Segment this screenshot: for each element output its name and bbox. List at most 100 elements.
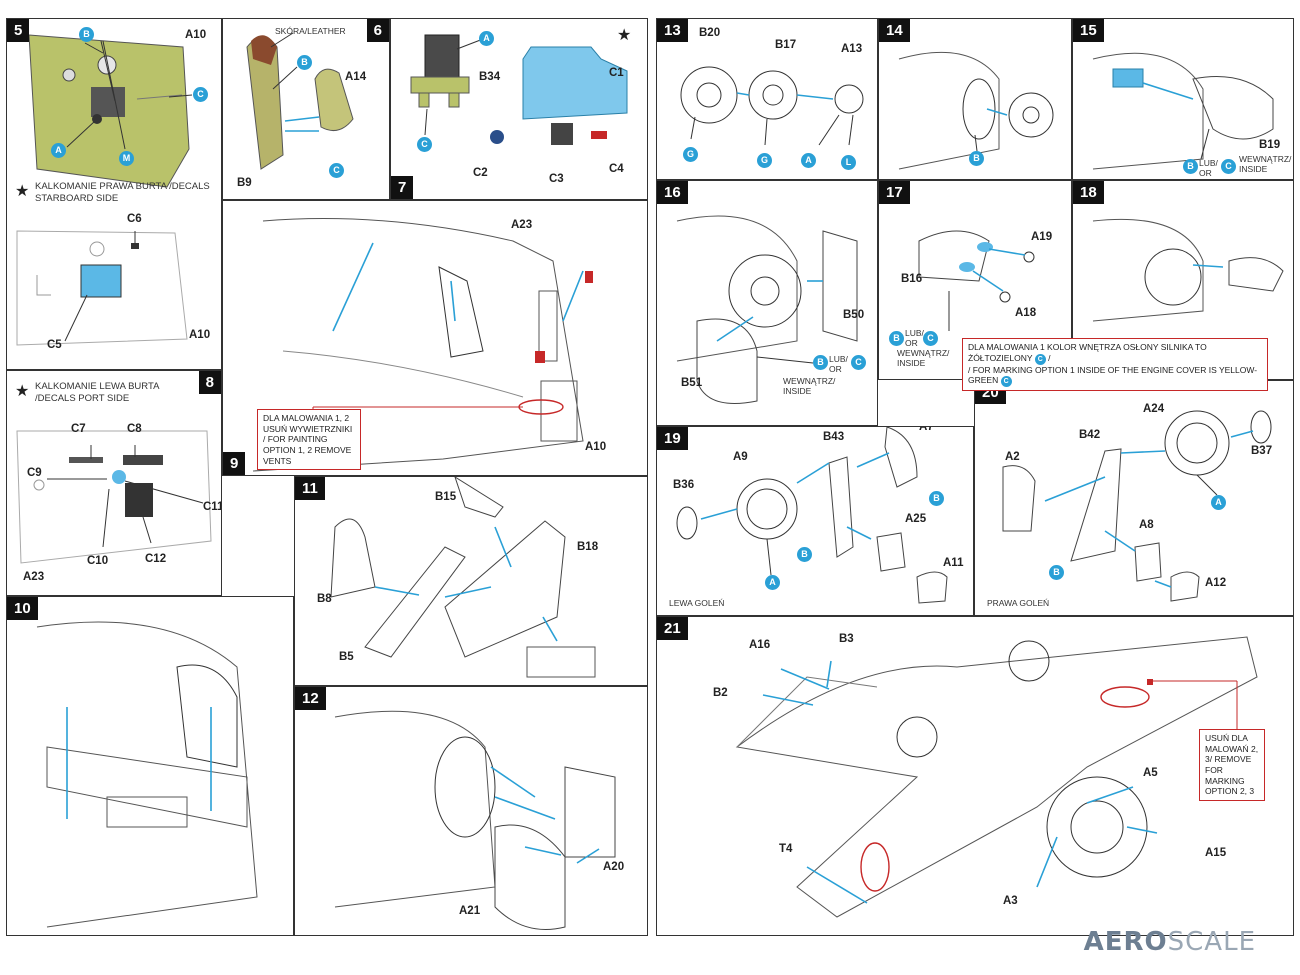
callout-color: C <box>417 137 432 152</box>
engine-install-drawing <box>898 51 1054 170</box>
callout-color: A <box>1211 495 1226 510</box>
label-part: B43 <box>823 431 845 443</box>
brand-left: AERO <box>1083 927 1168 957</box>
label-part: B2 <box>713 687 728 699</box>
step-number: 18 <box>1073 181 1104 204</box>
panel-step-16: 16 B50 B LUB/ OR C B51 WEWNĄTRZ/ INSIDE <box>656 180 878 426</box>
inside-note: WEWNĄTRZ/ INSIDE <box>897 348 950 368</box>
label-part: B18 <box>577 541 599 553</box>
label-part: A10 <box>185 29 207 41</box>
panel-step-14: 14 B <box>878 18 1072 180</box>
label-part: B50 <box>843 309 865 321</box>
label-part: B42 <box>1079 429 1101 441</box>
callout-color: B <box>889 331 904 346</box>
lub-or: LUB/ OR <box>1199 158 1218 178</box>
decal-title: KALKOMANIE PRAWA BURTA /DECALS STARBOARD… <box>35 181 210 204</box>
label-part: C11 <box>203 501 222 513</box>
callout-color: B <box>1049 565 1064 580</box>
step-number: 11 <box>295 477 325 500</box>
cowling-drawing <box>1092 52 1274 170</box>
note-line-2: / FOR MARKING OPTION 1 INSIDE OF THE ENG… <box>968 364 1258 386</box>
step-number: 15 <box>1073 19 1104 42</box>
aircraft-underside-drawing <box>735 636 1258 918</box>
inside-note: WEWNĄTRZ/ INSIDE <box>783 376 836 396</box>
label-part: B8 <box>317 593 332 605</box>
note-line-1: DLA MALOWANIA 1 KOLOR WNĘTRZA OSŁONY SIL… <box>968 342 1207 363</box>
label-part: A10 <box>189 329 211 341</box>
callout-color: M <box>119 151 134 166</box>
label-part: C6 <box>127 213 142 225</box>
label-part: B37 <box>1251 445 1273 457</box>
label-part: A23 <box>511 219 533 231</box>
callout-color: A <box>479 31 494 46</box>
left-gear-drawing <box>676 427 948 604</box>
panel-step-13: 13 B20 B17 A13 G G A L <box>656 18 878 180</box>
vents-note: DLA MALOWANIA 1, 2 USUŃ WYWIETRZNIKI / F… <box>257 409 361 471</box>
leather-note: SKÓRA/LEATHER <box>275 26 346 36</box>
callout-color: A <box>51 143 66 158</box>
step-number: 14 <box>879 19 910 42</box>
label-part: C8 <box>127 423 142 435</box>
aeroscale-logo: AEROSCALE <box>1084 927 1256 957</box>
panel-step-15: 15 B19 B LUB/ OR C WEWNĄTRZ/ INSIDE <box>1072 18 1294 180</box>
label-part: A10 <box>585 441 607 453</box>
instrument-panel-drawing <box>410 34 628 145</box>
panel-step-7: 7 A ★ B34 C1 C C2 C3 C4 <box>390 18 648 200</box>
callout-color: C <box>329 163 344 178</box>
panel-step-20: 20 A24 A2 B42 B37 A8 A12 A B PRAWA GOLEŃ <box>974 380 1294 616</box>
callout-color: B <box>929 491 944 506</box>
callout-color: B <box>813 355 828 370</box>
step-number: 6 <box>366 19 389 42</box>
label-part: B19 <box>1259 139 1281 151</box>
callout-color: C <box>923 331 938 346</box>
lub-or: LUB/ OR <box>829 354 848 374</box>
label-part: A23 <box>23 571 45 583</box>
callout-color: C <box>851 355 866 370</box>
panel-step-9: 9 A23 DLA MALOWANIA 1, 2 USUŃ WYWIETRZNI… <box>222 200 648 476</box>
label-part: B20 <box>699 27 721 39</box>
label-part: C5 <box>47 339 62 351</box>
cover-fit-drawing <box>1092 218 1284 322</box>
label-part: C7 <box>71 423 86 435</box>
callout-color: B <box>297 55 312 70</box>
step-number: 16 <box>657 181 688 204</box>
step-number: 10 <box>7 597 38 620</box>
star-icon: ★ <box>15 183 30 200</box>
lub-or: LUB/ OR <box>905 328 924 348</box>
inside-note: WEWNĄTRZ/ INSIDE <box>1239 154 1292 174</box>
right-gear-drawing <box>1002 410 1272 602</box>
label-part: A2 <box>1005 451 1020 463</box>
callout-color: B <box>1183 159 1198 174</box>
panel-step-10: 10 <box>6 596 294 936</box>
label-part: A12 <box>1205 577 1227 589</box>
seat-drawing <box>246 32 354 170</box>
label-part: B16 <box>901 273 923 285</box>
label-part: A11 <box>943 557 964 569</box>
label-part: A3 <box>1003 895 1018 907</box>
label-part: A9 <box>733 451 748 463</box>
callout-color: G <box>757 153 772 168</box>
callout-color: L <box>841 155 856 170</box>
fuselage-interior-drawing <box>252 218 593 472</box>
callout-color: C <box>1221 159 1236 174</box>
brand-right: SCALE <box>1167 927 1256 957</box>
tail-drawing <box>330 477 596 678</box>
engine-stack-drawing <box>680 66 864 146</box>
callout-color: B <box>797 547 812 562</box>
step-number: 13 <box>657 19 688 42</box>
label-part: C3 <box>549 173 564 185</box>
callout-color: A <box>801 153 816 168</box>
engine-mount-drawing <box>334 710 616 930</box>
panel-step-8: 8 ★ KALKOMANIE LEWA BURTA /DECALS PORT S… <box>6 370 222 596</box>
gear-caption: LEWA GOLEŃ <box>669 598 725 608</box>
label-part: A18 <box>1015 307 1037 319</box>
panel-step-21: 21 A16 B3 B2 A5 A15 T4 A3 USUŃ DLA MALOW… <box>656 616 1294 936</box>
label-part: A20 <box>603 861 625 873</box>
step-number: 21 <box>657 617 688 640</box>
callout-color: C <box>1000 376 1012 388</box>
callout-color: C <box>1034 353 1046 365</box>
cockpit-starboard-drawing <box>16 34 193 346</box>
remove-note: USUŃ DLA MALOWAŃ 2, 3/ REMOVE FOR MARKIN… <box>1199 729 1265 801</box>
step-number: 17 <box>879 181 910 204</box>
panel-step-12: 12 A20 A21 <box>294 686 648 936</box>
